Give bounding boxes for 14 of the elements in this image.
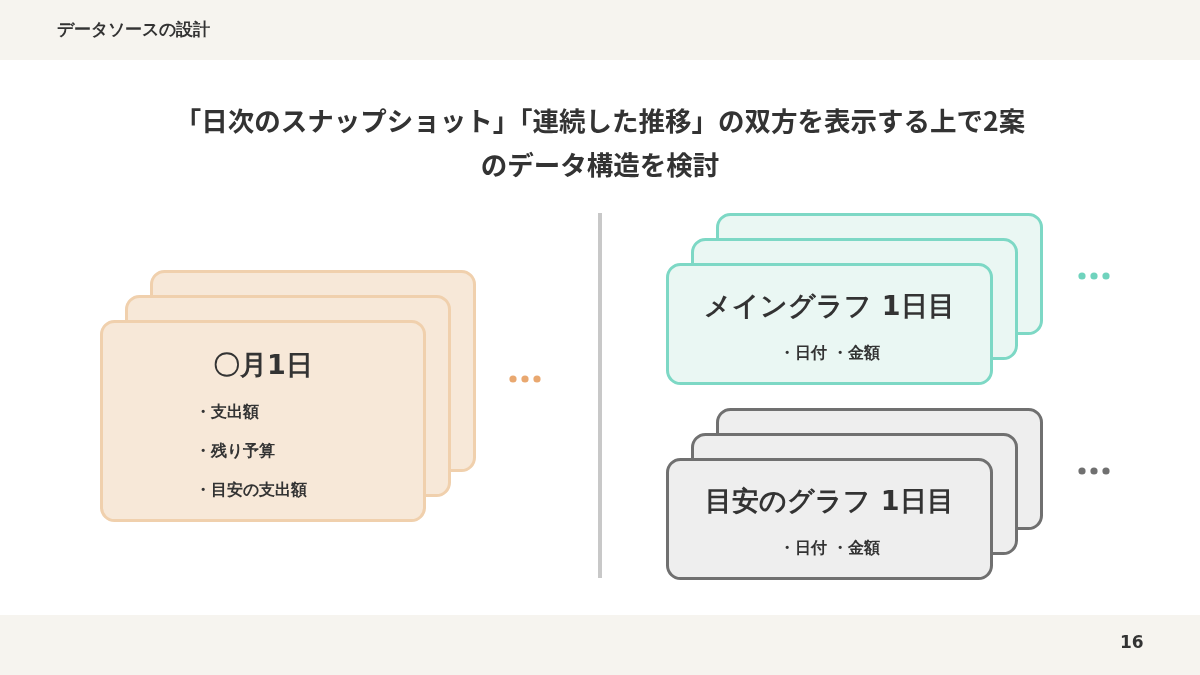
card-heading: 目安のグラフ 1日目 <box>704 484 955 518</box>
list-item: ・日付 ・金額 <box>777 538 882 559</box>
slide-heading: 「日次のスナップショット」「連続した推移」の双方を表示する上で2案のデータ構造を検討 <box>173 99 1027 185</box>
list-item: ・支出額 <box>195 402 259 423</box>
page-number: 16 <box>1120 632 1144 652</box>
list-item: ・残り予算 <box>195 441 275 462</box>
card-stack <box>100 270 476 522</box>
list-item: ・日付 ・金額 <box>777 343 882 364</box>
card-heading: メイングラフ 1日目 <box>703 289 956 323</box>
card-stack <box>666 213 1043 385</box>
section-header: データソースの設計 <box>57 18 210 41</box>
card-heading: 〇月1日 <box>212 348 314 382</box>
card-stack <box>666 408 1043 580</box>
list-item: ・目安の支出額 <box>195 480 307 501</box>
